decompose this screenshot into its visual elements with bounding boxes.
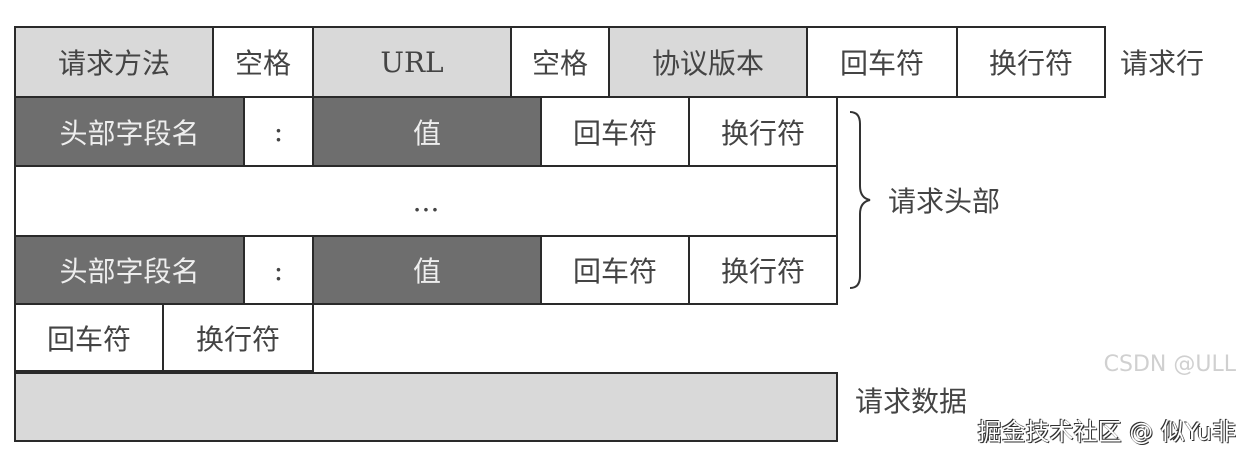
- label-request-line: 请求行: [1120, 47, 1205, 80]
- cell-url: URL: [312, 26, 512, 98]
- cell-request-body: [14, 372, 838, 442]
- cell-ellipsis: ...: [14, 165, 838, 237]
- brace-icon: [849, 111, 871, 289]
- cell-line-feed: 换行符: [956, 26, 1106, 98]
- cell-header-field-name: 头部字段名: [14, 235, 245, 305]
- cell-value: 值: [312, 96, 542, 167]
- cell-line-feed: 换行符: [162, 303, 314, 372]
- label-request-body: 请求数据: [855, 385, 968, 418]
- cell-line-feed: 换行符: [688, 96, 838, 167]
- cell-value: 值: [312, 235, 542, 305]
- label-request-headers: 请求头部: [888, 185, 1001, 218]
- cell-carriage-return: 回车符: [806, 26, 958, 98]
- watermark: 掘金技术社区 @ 似Yu非: [977, 418, 1236, 446]
- cell-space: 空格: [212, 26, 314, 98]
- cell-colon: :: [243, 235, 314, 305]
- watermark-faint: CSDN @ULL: [1103, 352, 1236, 377]
- cell-colon: :: [243, 96, 314, 167]
- cell-request-method: 请求方法: [14, 26, 214, 98]
- cell-header-field-name: 头部字段名: [14, 96, 245, 167]
- cell-carriage-return: 回车符: [540, 235, 690, 305]
- cell-space: 空格: [510, 26, 610, 98]
- cell-protocol-version: 协议版本: [608, 26, 808, 98]
- cell-line-feed: 换行符: [688, 235, 838, 305]
- cell-carriage-return: 回车符: [14, 303, 164, 372]
- cell-carriage-return: 回车符: [540, 96, 690, 167]
